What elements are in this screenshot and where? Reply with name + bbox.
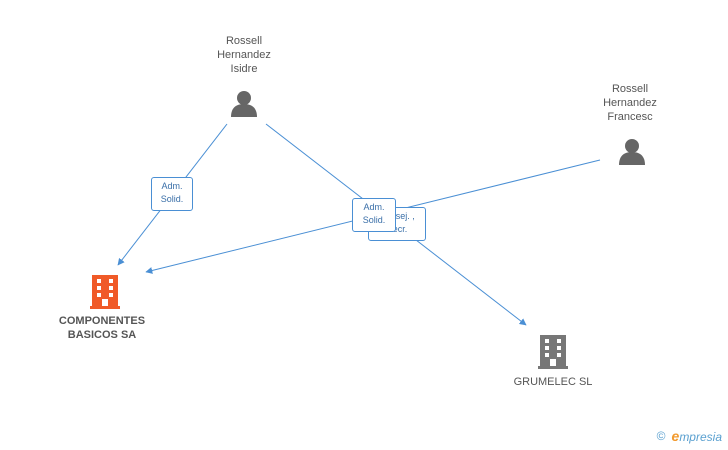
company-label-grumelec[interactable]: GRUMELEC SL (513, 376, 593, 388)
company-label-componentes[interactable]: COMPONENTES BASICOS SA (58, 315, 146, 341)
building-icon[interactable] (90, 275, 120, 309)
person-label-isidre[interactable]: Rossell Hernandez Isidre (217, 35, 271, 75)
copyright-footer: © empresia (657, 428, 722, 444)
edge-label-francesc-componentes[interactable]: Adm. Solid. (352, 198, 396, 232)
person-icon[interactable] (619, 139, 645, 165)
brand-logo: empresia (671, 428, 722, 444)
building-icon[interactable] (538, 335, 568, 369)
edge-label-isidre-componentes[interactable]: Adm. Solid. (151, 177, 193, 211)
person-icon[interactable] (231, 91, 257, 117)
person-label-francesc[interactable]: Rossell Hernandez Francesc (603, 83, 657, 123)
copyright-icon: © (656, 429, 666, 443)
